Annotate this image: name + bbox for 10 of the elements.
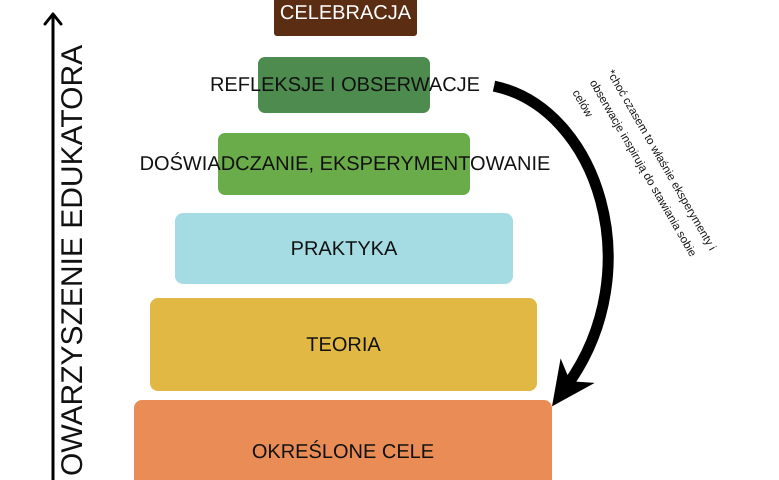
step-band [150, 298, 537, 391]
step-band [175, 213, 513, 284]
step-label: CELEBRACJA [280, 1, 412, 25]
step-label: PRAKTYKA [290, 236, 398, 260]
step-band [274, 0, 417, 36]
step-band [134, 400, 552, 480]
step-label: TEORIA [306, 332, 381, 356]
step-label: OKREŚLONE CELE [252, 440, 434, 464]
vertical-axis-label: OWARZYSZENIE EDUKATORA [56, 44, 90, 476]
curved-arrow [492, 80, 614, 408]
